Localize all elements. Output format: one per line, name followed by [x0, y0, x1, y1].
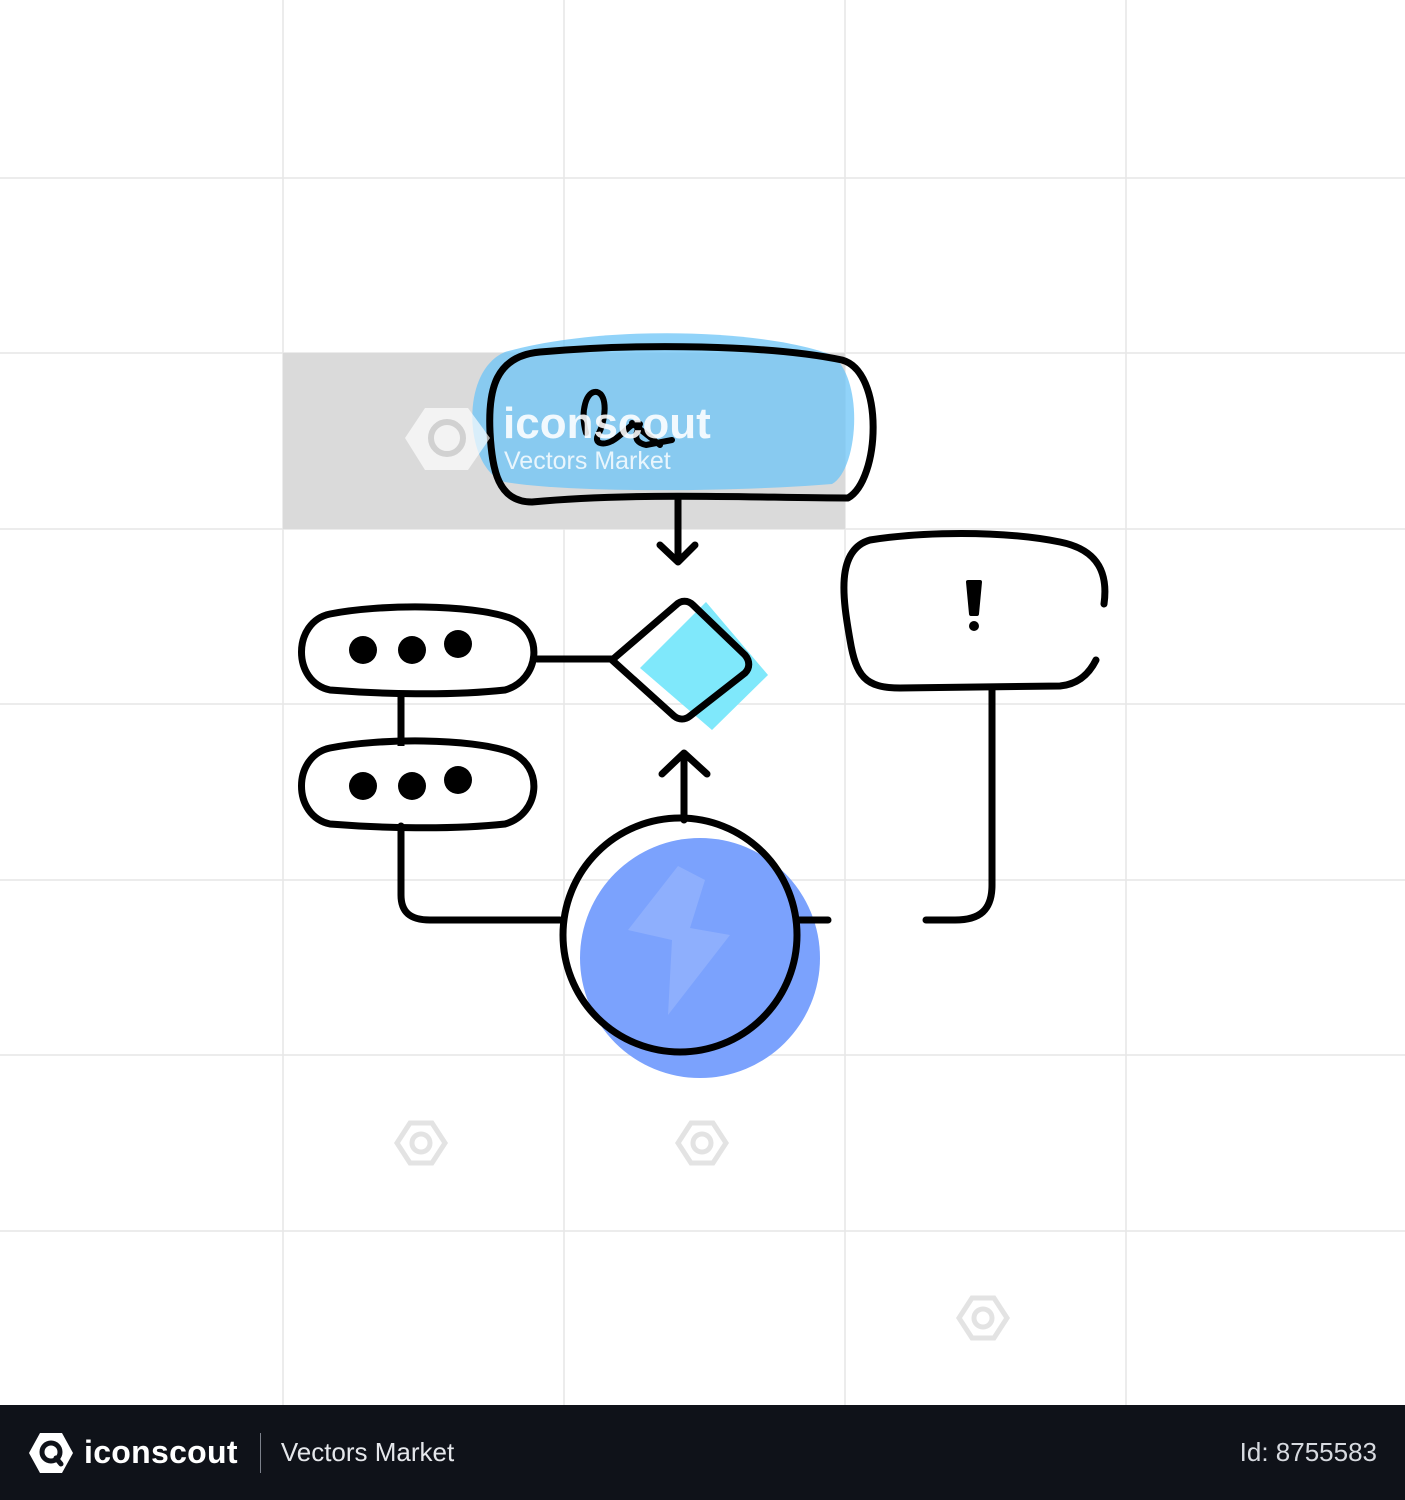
footer-author[interactable]: Vectors Market	[280, 1437, 455, 1467]
watermark-mark	[394, 1120, 448, 1166]
watermark-mark	[956, 1295, 1010, 1341]
warning-icon	[966, 580, 982, 631]
watermark-logo	[405, 408, 490, 470]
arrow-down	[656, 496, 699, 566]
attribution-footer: iconscout Vectors Market Id: 8755583	[0, 1405, 1405, 1500]
warning-box	[840, 530, 1109, 692]
illustration-canvas: iconscout Vectors Market	[0, 0, 1405, 1405]
footer-brand-name: iconscout	[84, 1434, 238, 1470]
pill-to-circle-connector	[397, 822, 564, 924]
more-dots-icon	[298, 737, 538, 832]
signature-box	[472, 333, 877, 506]
signature-icon	[580, 389, 675, 448]
warning-connector	[922, 686, 996, 924]
arrow-up	[658, 749, 711, 824]
watermark-mark	[675, 1120, 729, 1166]
more-dots-icon	[298, 603, 538, 698]
footer-brand[interactable]: iconscout	[28, 1430, 238, 1476]
lightning-circle	[559, 814, 820, 1078]
watermark-author: Vectors Market	[504, 447, 671, 475]
watermark-brand: iconscout	[503, 399, 711, 448]
footer-asset-id: Id: 8755583	[1239, 1437, 1377, 1467]
lightning-icon	[628, 866, 730, 1015]
footer-divider	[259, 1432, 261, 1473]
iconscout-logo-icon	[29, 1432, 73, 1473]
decision-diamond	[608, 597, 768, 730]
